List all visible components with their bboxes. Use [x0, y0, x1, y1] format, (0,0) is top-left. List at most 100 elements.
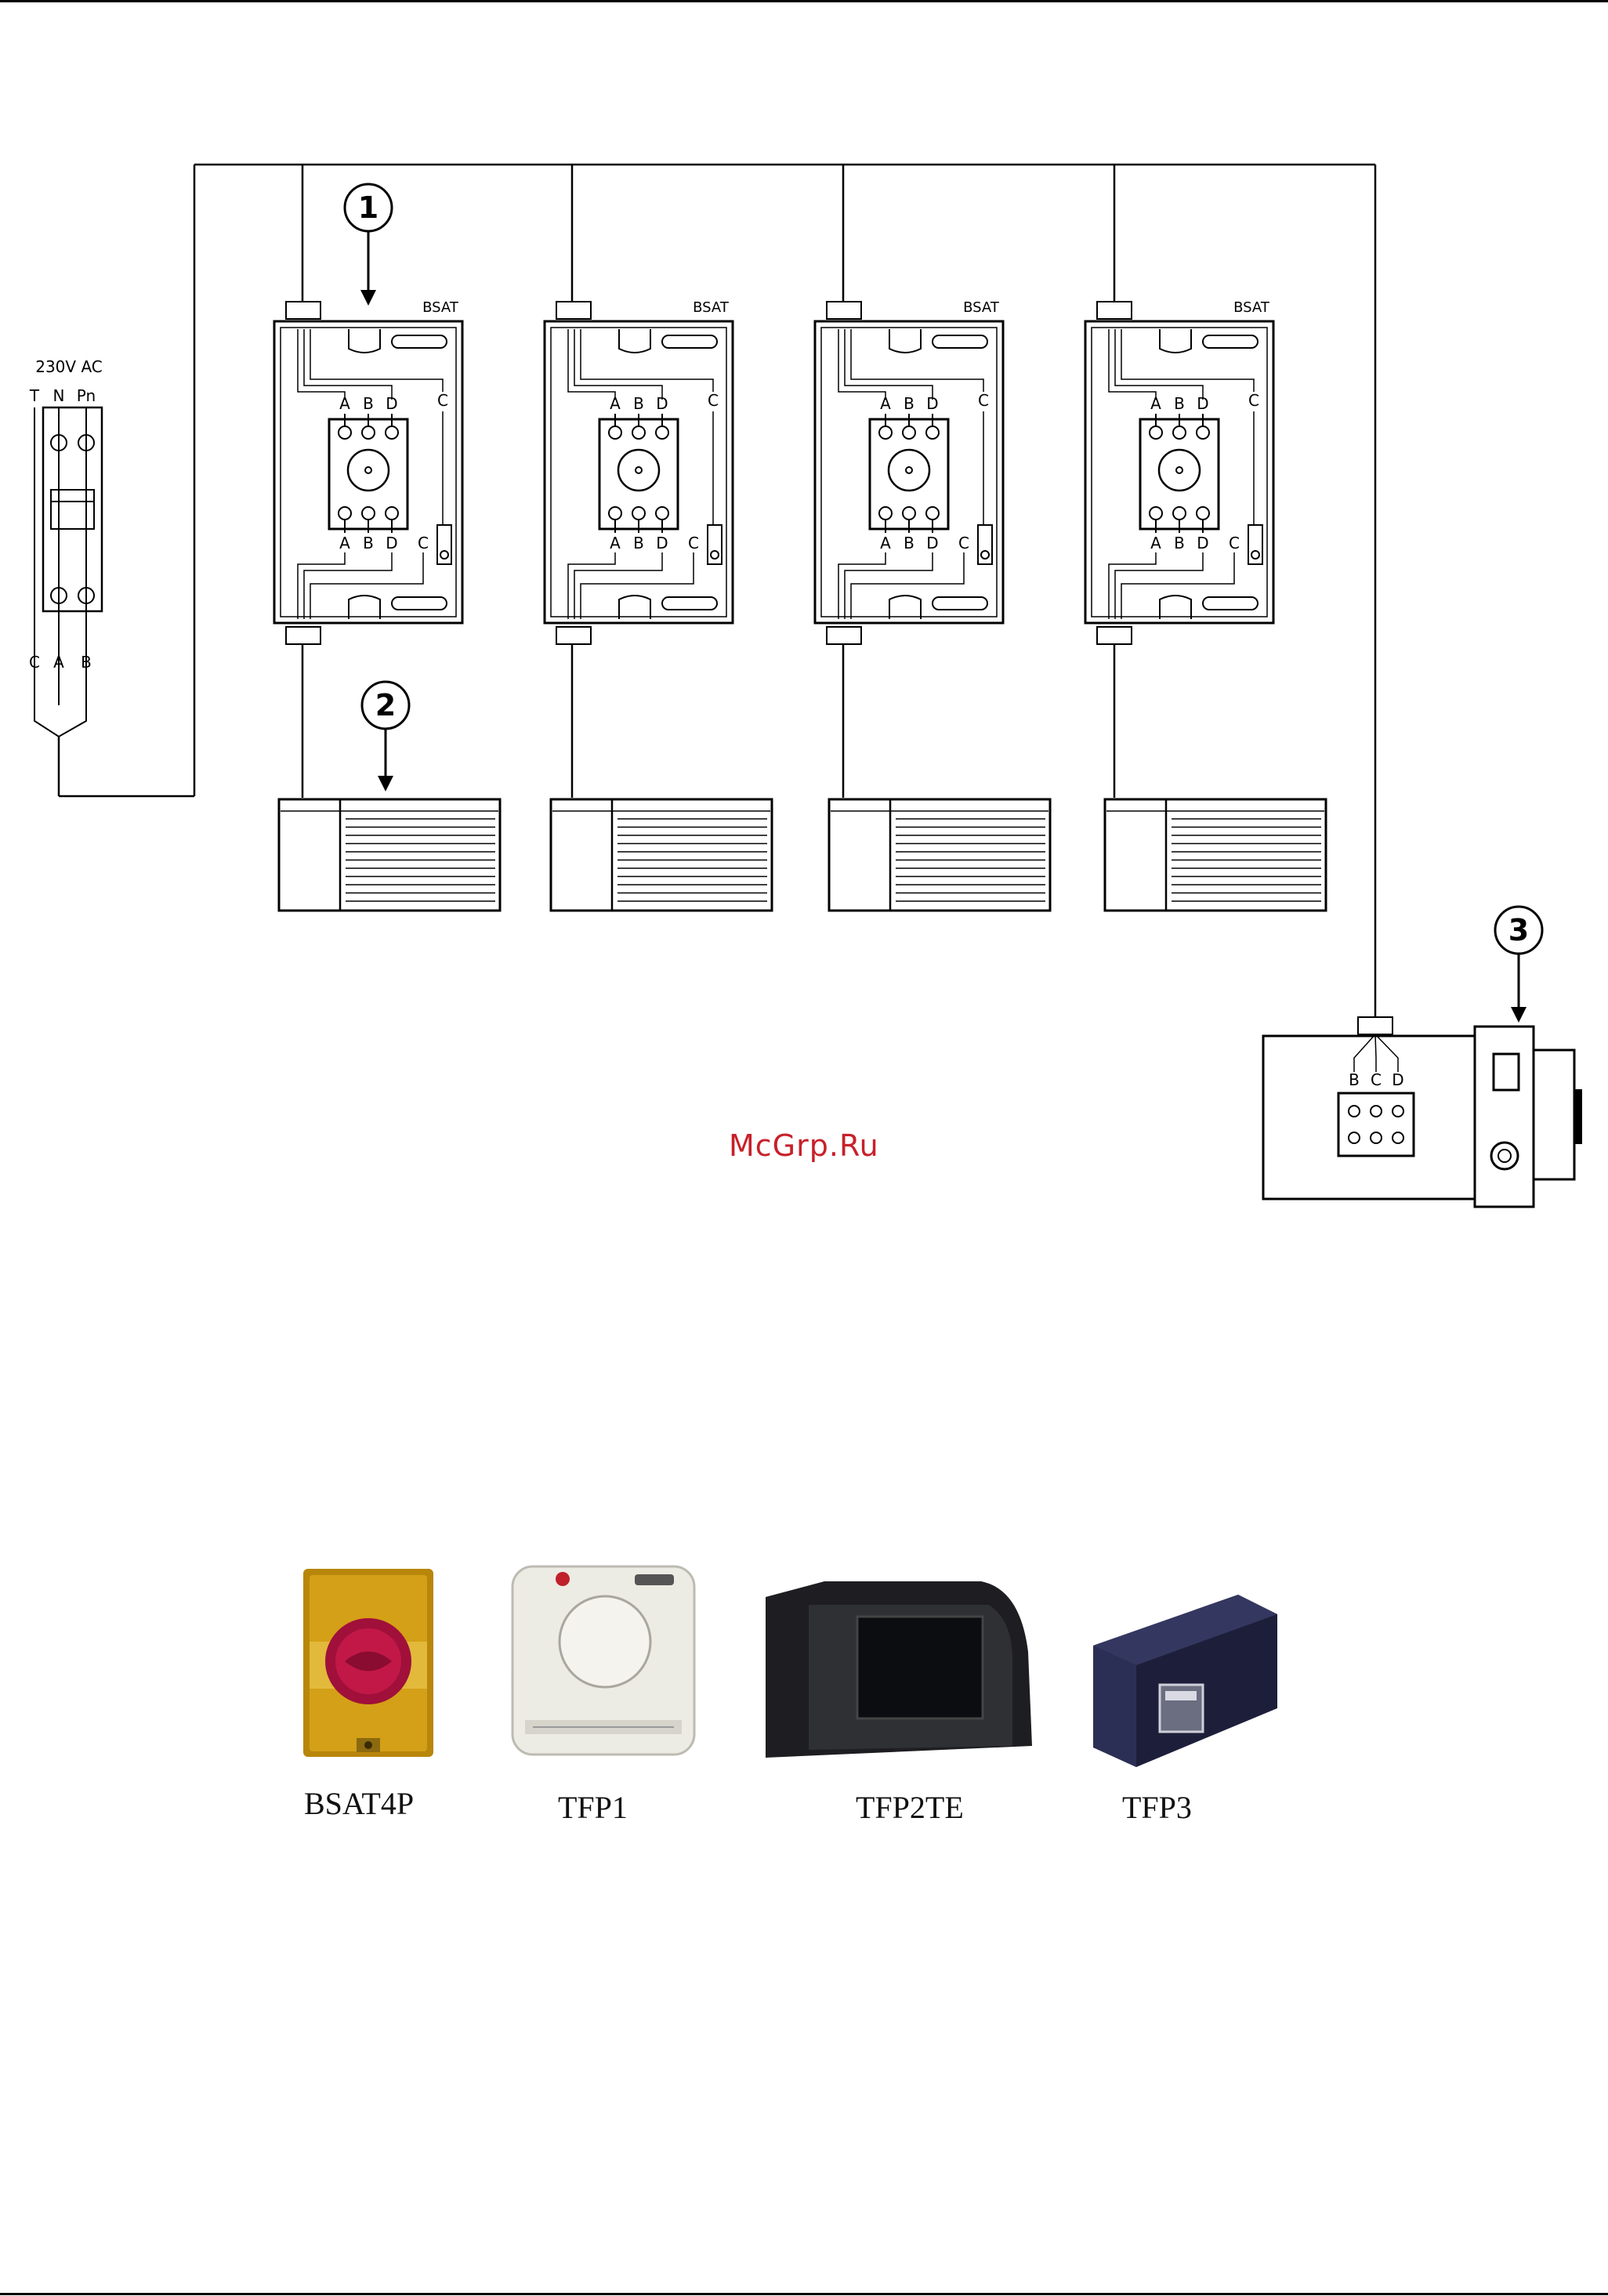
cable-gland [1097, 302, 1132, 319]
tfp1-photo [509, 1563, 697, 1759]
callout-number: 1 [358, 190, 378, 225]
terminal-label-top: B [904, 394, 914, 413]
unit3-terminal-label: D [1392, 1070, 1403, 1089]
bsat-title: BSAT [1233, 299, 1270, 316]
unit3-switch [1494, 1054, 1519, 1090]
terminal-label-side: C [708, 391, 719, 410]
terminal-screw [1393, 1106, 1403, 1117]
bsat-title: BSAT [963, 299, 1000, 316]
terminal-label-bottom: B [633, 534, 644, 552]
label-tfp2te: TFP2TE [856, 1789, 964, 1826]
terminal-label-bottom: D [656, 534, 668, 552]
terminal-screw [1173, 507, 1186, 520]
circuit-breaker: 230V ACTNPnCAB [29, 357, 103, 737]
terminal-screw [632, 426, 645, 439]
terminal-screw [1371, 1106, 1382, 1117]
terminal-label-bottom: A [1150, 534, 1161, 552]
cable-gland [827, 627, 861, 644]
cable-gland [1097, 627, 1132, 644]
terminal-screw [903, 426, 915, 439]
terminal-screw [1150, 426, 1162, 439]
heater-outline [279, 799, 500, 911]
tfp3-photo [1089, 1591, 1285, 1771]
bottom-rule [0, 2293, 1608, 2295]
callout-number: 2 [375, 688, 396, 722]
tfp2te-photo [762, 1574, 1036, 1769]
breaker-terminal-bottom: B [81, 653, 92, 672]
heater-panel [551, 799, 772, 911]
callout-arrow-head [378, 776, 393, 791]
cable-gland [1358, 1017, 1393, 1034]
rotary-knob [348, 450, 389, 491]
supply-label: 230V AC [35, 357, 103, 376]
terminal-screw [903, 507, 915, 520]
heater-panel [279, 799, 500, 911]
breaker-cable-join [34, 705, 86, 737]
terminal-label-side: C [978, 391, 989, 410]
terminal-screw [1197, 507, 1209, 520]
unit3-terminal-label: C [1371, 1070, 1382, 1089]
cable-gland [556, 627, 591, 644]
terminal-label-bottom: A [339, 534, 350, 552]
rotary-knob [889, 450, 929, 491]
terminal-screw [609, 426, 621, 439]
terminal-label-bottom: D [926, 534, 938, 552]
unit3-handle-edge [1574, 1089, 1582, 1144]
terminal-label-top: B [363, 394, 374, 413]
terminal-label-side: C [437, 391, 448, 410]
terminal-screw [362, 507, 375, 520]
cable-gland [827, 302, 861, 319]
terminal-screw [339, 426, 351, 439]
terminal-label-side: C [418, 534, 429, 552]
label-bsat4p: BSAT4P [304, 1785, 414, 1822]
terminal-label-bottom: D [1197, 534, 1208, 552]
terminal-screw [1173, 426, 1186, 439]
callout-number: 3 [1508, 913, 1529, 947]
bsat-box: BSATAABBDDCC [274, 299, 462, 644]
rotary-knob [1159, 450, 1200, 491]
terminal-screw [1150, 507, 1162, 520]
controller-unit-3: BCD [1263, 1017, 1582, 1207]
unit3-knob-center [1498, 1150, 1511, 1162]
terminal-label-bottom: D [386, 534, 397, 552]
terminal-label-bottom: B [904, 534, 914, 552]
label-tfp3: TFP3 [1122, 1789, 1192, 1826]
breaker-terminal-top: T [29, 386, 40, 405]
terminal-screw [1393, 1132, 1403, 1143]
callout-arrow-head [360, 290, 376, 306]
breaker-switch [51, 490, 94, 529]
terminal-label-bottom: B [363, 534, 374, 552]
terminal-screw [386, 507, 398, 520]
bsat4p-photo [302, 1567, 435, 1759]
heater-panel [829, 799, 1050, 911]
terminal-screw [656, 426, 668, 439]
terminal-screw [879, 426, 892, 439]
terminal-screw [609, 507, 621, 520]
terminal-screw [926, 507, 939, 520]
bsat-box: BSATAABBDDCC [545, 299, 733, 644]
unit3-terminal-label: B [1349, 1070, 1360, 1089]
terminal-screw [362, 426, 375, 439]
terminal-screw [1197, 426, 1209, 439]
label-tfp1: TFP1 [558, 1789, 628, 1826]
breaker-terminal-bottom: A [53, 653, 64, 672]
terminal-label-top: B [633, 394, 644, 413]
callout-2: 2 [362, 682, 409, 791]
unit3-handle [1534, 1050, 1574, 1179]
terminal-label-side: C [688, 534, 699, 552]
terminal-screw [386, 426, 398, 439]
cable-gland [286, 302, 321, 319]
terminal-screw [1349, 1106, 1360, 1117]
heater-outline [829, 799, 1050, 911]
terminal-label-bottom: A [610, 534, 621, 552]
heater-panel [1105, 799, 1326, 911]
rotary-knob [618, 450, 659, 491]
terminal-label-top: B [1174, 394, 1185, 413]
terminal-screw [1371, 1132, 1382, 1143]
terminal-screw [632, 507, 645, 520]
terminal-screw [339, 507, 351, 520]
breaker-terminal-bottom: C [29, 653, 40, 672]
terminal-label-side: C [1248, 391, 1259, 410]
